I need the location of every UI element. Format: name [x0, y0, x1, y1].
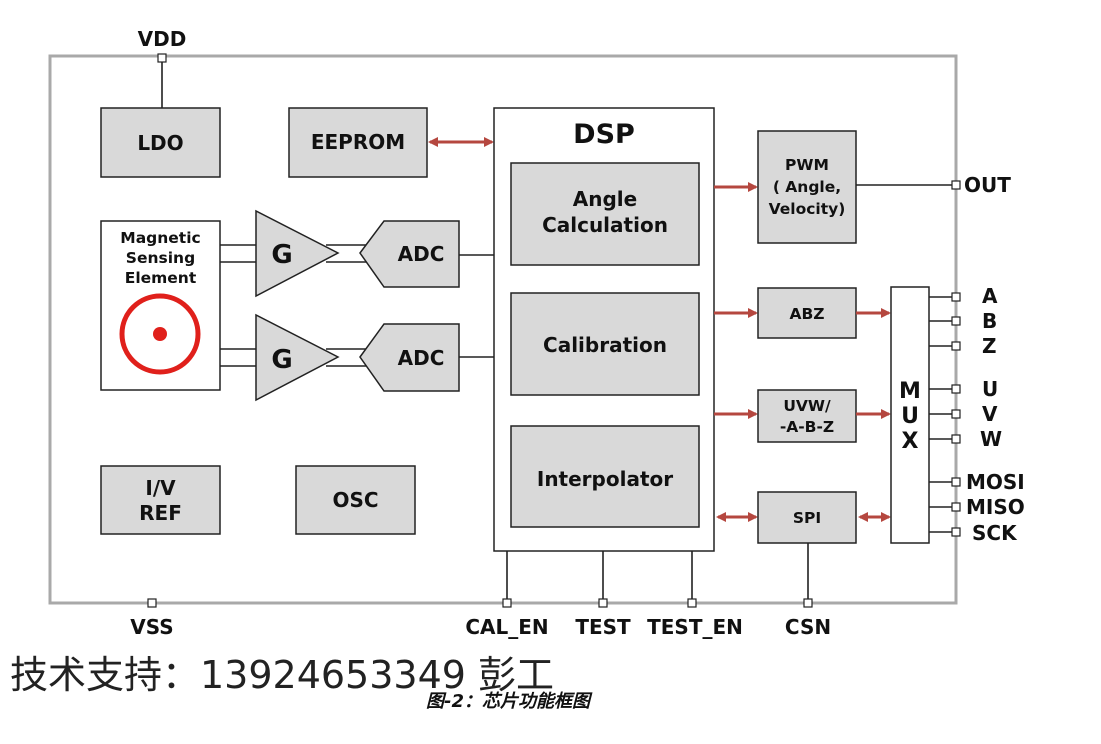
pin-out-marker [951, 180, 961, 190]
pin-cal-en-marker [502, 598, 512, 608]
pin-v-label: V [982, 402, 998, 426]
pin-cal-en-label: CAL_EN [465, 615, 548, 639]
ldo-label: LDO [137, 131, 183, 155]
pwm-block [757, 130, 857, 244]
gain-amplifier-1 [255, 209, 340, 298]
pin-out-label: OUT [964, 173, 1011, 197]
eeprom-block [288, 107, 428, 178]
sensor-label-3: Element [125, 269, 197, 287]
ldo-block [100, 107, 221, 178]
magnet-dot-icon [153, 327, 167, 341]
iv-ref-label-1: I/V [145, 476, 176, 500]
abz-label: ABZ [789, 305, 824, 323]
spi-label: SPI [793, 509, 821, 527]
pin-test-en-label: TEST_EN [647, 615, 743, 639]
angle-label-2: Calculation [542, 213, 668, 237]
gain-amplifier-2 [255, 313, 340, 402]
abz-block [757, 287, 857, 339]
pin-sck-marker [951, 527, 961, 537]
pin-v-marker [951, 409, 961, 419]
pin-sck-label: SCK [972, 521, 1018, 545]
pin-miso-label: MISO [966, 495, 1025, 519]
iv-ref-label-2: REF [139, 501, 182, 525]
angle-calculation-block [510, 162, 700, 266]
pin-vss-marker [147, 598, 157, 608]
pin-test-marker [598, 598, 608, 608]
adc-label-1: ADC [398, 242, 445, 266]
pin-csn-label: CSN [785, 615, 831, 639]
mux-label-m: M [899, 379, 921, 404]
mux-block [890, 286, 930, 544]
pin-csn-marker [803, 598, 813, 608]
pin-z-marker [951, 341, 961, 351]
pin-u-label: U [982, 377, 998, 401]
calibration-block [510, 292, 700, 396]
pin-vss-label: VSS [130, 615, 173, 639]
pin-miso-marker [951, 502, 961, 512]
iv-ref-block [100, 465, 221, 535]
uvw-label-1: UVW/ [783, 397, 831, 415]
dsp-label: DSP [573, 119, 635, 150]
pin-test-en-marker [687, 598, 697, 608]
pin-vdd-label: VDD [138, 27, 187, 51]
pin-a-marker [951, 292, 961, 302]
pin-mosi-label: MOSI [966, 470, 1025, 494]
pin-test-label: TEST [575, 615, 631, 639]
pin-b-label: B [982, 309, 997, 333]
pwm-label-3: Velocity) [769, 200, 846, 218]
pwm-label-1: PWM [785, 156, 829, 174]
mux-label-u: U [901, 404, 919, 429]
mux-output-pins: A B Z U V W MOSI MISO SCK [929, 284, 1025, 545]
eeprom-label: EEPROM [311, 130, 405, 154]
uvw-block [757, 389, 857, 443]
sensor-label-1: Magnetic [120, 229, 200, 247]
mux-label-x: X [902, 429, 919, 454]
sensor-block [100, 220, 221, 391]
uvw-label-2: -A-B-Z [780, 418, 834, 436]
adc-label-2: ADC [398, 346, 445, 370]
gain-label-1: G [271, 240, 292, 270]
pwm-label-2: ( Angle, [773, 178, 841, 196]
support-contact-text: 技术支持：13924653349 彭工 [10, 653, 554, 697]
interpolator-block [510, 425, 700, 528]
pin-w-marker [951, 434, 961, 444]
spi-block [757, 491, 857, 544]
magnet-ring-icon [119, 293, 201, 375]
adc-block-1 [359, 220, 460, 288]
angle-label-1: Angle [573, 187, 637, 211]
interpolator-label: Interpolator [537, 467, 673, 491]
pin-u-marker [951, 384, 961, 394]
pin-b-marker [951, 316, 961, 326]
pin-vdd-marker [157, 53, 167, 63]
figure-caption: 图-2：芯片功能框图 [426, 691, 593, 712]
sensor-label-2: Sensing [126, 249, 195, 267]
pin-a-label: A [982, 284, 998, 308]
calibration-label: Calibration [543, 333, 667, 357]
pin-w-label: W [980, 427, 1002, 451]
pin-mosi-marker [951, 477, 961, 487]
osc-block [295, 465, 416, 535]
pin-z-label: Z [982, 334, 997, 358]
osc-label: OSC [332, 488, 378, 512]
gain-label-2: G [271, 345, 292, 375]
